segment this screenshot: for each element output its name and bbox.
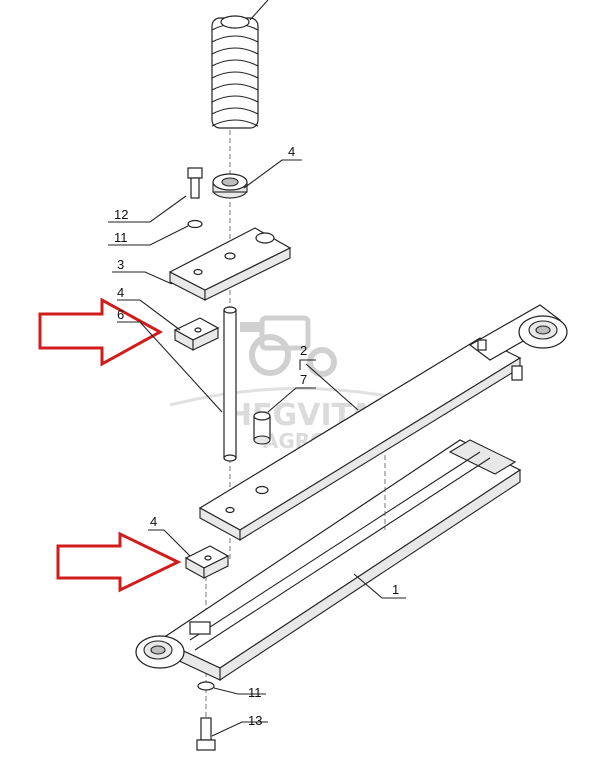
bolt-part-12 [187, 167, 203, 199]
highlight-arrow-top [38, 297, 164, 367]
leader-1 [353, 573, 406, 599]
leader-11-bottom [213, 687, 266, 695]
leader-4-bottom [148, 529, 191, 557]
leader-13 [211, 721, 268, 737]
callout-12: 12 [114, 207, 128, 222]
bush-part-7 [253, 411, 271, 445]
callout-6: 6 [117, 307, 124, 322]
spring-part [211, 15, 259, 129]
leader-2-tail [305, 363, 359, 411]
washer-part-11-top [187, 219, 203, 229]
callout-13: 13 [248, 713, 262, 728]
bush-part-5 [212, 173, 248, 199]
leader-3 [112, 271, 173, 285]
callout-7: 7 [300, 372, 307, 387]
pin-part-6 [223, 306, 237, 462]
upper-arm-part-2 [198, 304, 568, 541]
leader-2 [299, 359, 316, 370]
callout-11-top: 11 [114, 230, 128, 245]
leader-12 [108, 195, 187, 223]
washer-part-11-bottom [197, 681, 215, 691]
block-part-4-top [173, 317, 220, 351]
leader-7 [267, 387, 316, 413]
callout-4-bottom: 4 [150, 514, 157, 529]
callout-5: 4 [288, 144, 295, 159]
callout-1: 1 [392, 582, 399, 597]
bolt-part-13 [196, 717, 216, 751]
leader-4-top [117, 299, 181, 331]
highlight-arrow-bottom [56, 531, 182, 593]
callout-11-bottom: 11 [248, 685, 262, 700]
callout-4-top: 4 [117, 285, 124, 300]
leader-6 [117, 321, 223, 413]
leader-11-top [108, 225, 189, 246]
tractor-icon [240, 315, 337, 377]
plate-part-3 [168, 227, 292, 301]
block-part-4-bottom [184, 545, 230, 579]
lower-arm-part-1 [135, 439, 522, 682]
callout-3: 3 [117, 257, 124, 272]
callout-2: 2 [300, 343, 307, 358]
leader-spring [249, 0, 269, 21]
leader-5 [243, 159, 302, 189]
